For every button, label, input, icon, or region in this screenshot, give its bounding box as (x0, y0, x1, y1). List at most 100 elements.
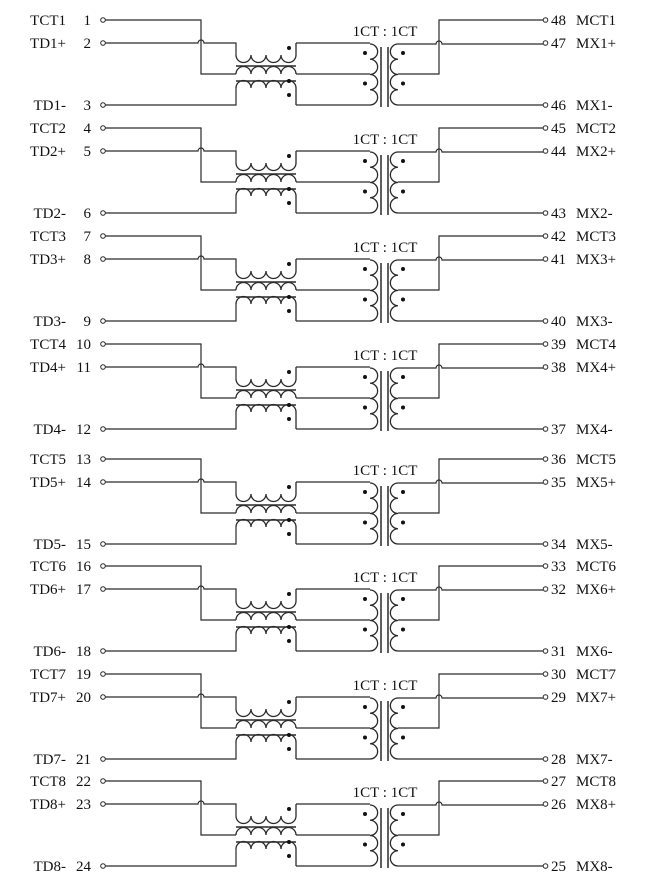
choke-winding-top (235, 804, 297, 825)
right-signal-label: MX7- (576, 752, 613, 768)
polarity-dot (363, 842, 367, 847)
pin-terminal[interactable] (542, 801, 549, 807)
left-signal-label: TD8- (34, 859, 67, 875)
pin-terminal[interactable] (542, 364, 549, 370)
pin-terminal[interactable] (542, 233, 549, 239)
right-pin-number: 33 (551, 559, 566, 575)
pin-terminal[interactable] (100, 541, 106, 547)
right-pin-number: 25 (551, 859, 566, 875)
left-pin-number: 9 (84, 314, 92, 330)
pin-terminal[interactable] (542, 756, 549, 762)
negative-wire (105, 849, 237, 867)
pin-terminal[interactable] (542, 671, 549, 677)
polarity-dot (287, 201, 291, 205)
positive-output-wire (398, 479, 543, 484)
isolation-transformer: 1CT : 1CT (353, 463, 417, 546)
center-tap-output-wire (398, 565, 543, 621)
pin-terminal[interactable] (100, 778, 106, 784)
right-signal-label: MCT3 (576, 229, 616, 245)
pin-terminal[interactable] (542, 694, 549, 700)
pin-terminal[interactable] (100, 102, 106, 108)
secondary-winding (389, 259, 399, 322)
pin-terminal[interactable] (100, 364, 106, 370)
pin-terminal[interactable] (542, 148, 549, 154)
polarity-dot (401, 520, 405, 525)
pin-terminal[interactable] (100, 426, 106, 432)
left-signal-label: TCT1 (30, 13, 66, 29)
pin-terminal[interactable] (100, 756, 106, 762)
negative-wire (105, 742, 237, 760)
left-signal-label: TCT7 (30, 667, 66, 683)
pin-terminal[interactable] (100, 671, 106, 677)
pin-terminal[interactable] (542, 256, 549, 262)
polarity-dot (363, 597, 367, 601)
pin-terminal[interactable] (542, 541, 549, 547)
pin-terminal[interactable] (542, 563, 549, 569)
right-pin-number: 47 (551, 36, 567, 52)
pin-terminal[interactable] (100, 125, 106, 131)
positive-wire (105, 363, 237, 379)
pin-terminal[interactable] (542, 102, 549, 108)
pin-terminal[interactable] (100, 318, 106, 324)
polarity-dot (363, 705, 367, 709)
pin-terminal[interactable] (100, 17, 106, 23)
right-signal-label: MX8+ (576, 797, 616, 813)
pin-terminal[interactable] (100, 148, 106, 154)
primary-winding (369, 367, 379, 430)
pin-terminal[interactable] (100, 863, 106, 869)
left-pin-number: 20 (76, 690, 91, 706)
polarity-dot (287, 840, 291, 844)
pin-terminal[interactable] (100, 479, 106, 485)
pin-terminal[interactable] (542, 863, 549, 869)
common-mode-choke (235, 696, 370, 760)
pin-terminal[interactable] (100, 40, 106, 46)
pin-terminal[interactable] (100, 648, 106, 654)
right-pin-number: 39 (551, 337, 566, 353)
pin-terminal[interactable] (100, 256, 106, 262)
pin-terminal[interactable] (542, 426, 549, 432)
right-signal-label: MX4- (576, 422, 613, 438)
isolation-transformer: 1CT : 1CT (353, 240, 417, 323)
pin-terminal[interactable] (542, 17, 549, 23)
left-signal-label: TCT4 (30, 337, 66, 353)
pin-terminal[interactable] (542, 341, 549, 347)
pin-terminal[interactable] (100, 801, 106, 807)
center-tap-output-wire (398, 235, 543, 291)
right-pin-number: 43 (551, 206, 566, 222)
pin-terminal[interactable] (542, 648, 549, 654)
center-tap-wire (105, 235, 236, 291)
positive-wire (105, 585, 237, 601)
positive-output-wire (398, 586, 543, 591)
pin-terminal[interactable] (100, 563, 106, 569)
positive-output-wire (398, 40, 543, 45)
pin-terminal[interactable] (100, 233, 106, 239)
left-pin-number: 5 (84, 144, 92, 160)
choke-winding-middle (235, 611, 297, 621)
choke-winding-top (235, 151, 297, 172)
left-signal-label: TD7+ (30, 690, 66, 706)
pin-terminal[interactable] (542, 318, 549, 324)
pin-terminal[interactable] (100, 694, 106, 700)
right-pin-number: 28 (551, 752, 566, 768)
polarity-dot (363, 189, 367, 194)
pin-terminal[interactable] (100, 341, 106, 347)
polarity-dot (287, 262, 291, 266)
polarity-dot (287, 700, 291, 704)
turns-ratio-label: 1CT : 1CT (353, 785, 418, 801)
pin-terminal[interactable] (542, 40, 549, 46)
pin-terminal[interactable] (542, 778, 549, 784)
pin-terminal[interactable] (100, 210, 106, 216)
pin-terminal[interactable] (100, 586, 106, 592)
pin-terminal[interactable] (100, 456, 106, 462)
right-pin-number: 27 (551, 774, 567, 790)
pin-terminal[interactable] (542, 456, 549, 462)
negative-wire (105, 634, 237, 652)
pin-terminal[interactable] (542, 586, 549, 592)
polarity-dot (363, 375, 367, 379)
polarity-dot (287, 417, 291, 421)
pin-terminal[interactable] (542, 125, 549, 131)
pin-terminal[interactable] (542, 479, 549, 485)
pin-terminal[interactable] (542, 210, 549, 216)
